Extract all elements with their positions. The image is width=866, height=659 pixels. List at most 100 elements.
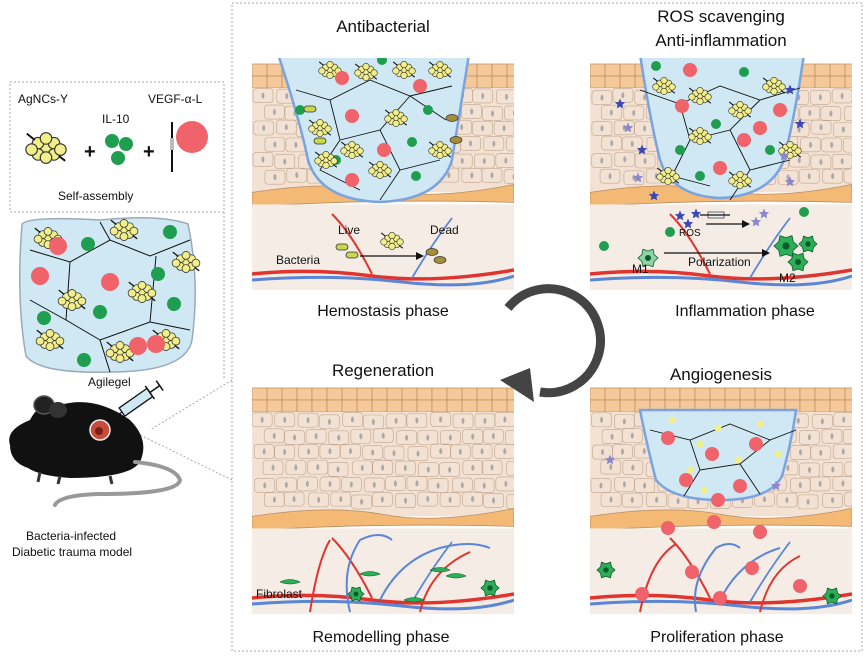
vegf-dot [661,431,675,445]
agncs-cluster [318,61,342,79]
agncs-dot [756,420,764,428]
vegf-dot [345,173,359,187]
agncs-cluster [428,141,452,159]
agncs-dot [686,466,694,474]
ros-star [674,210,686,221]
fibroblast-label: Fibrolast [256,587,303,601]
il10-dot [423,105,433,115]
m1-label: M1 [632,262,649,276]
vein [719,547,781,601]
vegf-dot [685,565,699,579]
il10-dot [105,134,119,148]
artery [331,213,373,275]
dead-label: Dead [430,223,459,237]
vegf-dot [733,479,747,493]
vegf-dot [713,161,727,175]
ros-star [614,98,626,109]
ros-star [784,176,796,187]
live-label: Live [338,223,360,237]
il10-dot [93,305,107,319]
artery [252,268,514,281]
il10-dot [675,145,685,155]
agncs-cluster [368,161,392,179]
ros-star [682,218,694,229]
agncs-cluster [35,329,65,351]
mouse-icon [9,395,183,507]
ros-scavenging-arrow [706,220,750,228]
model-label-line1: Bacteria-infected [26,529,116,543]
il10-dot [665,227,675,237]
antibacterial-title: Antibacterial [336,17,430,36]
vegf-dot [683,63,697,77]
vegf-icon [170,121,208,172]
vegf-dot [749,437,763,451]
agncs-dot [696,440,704,448]
vegf-dot [31,267,49,285]
fibroblast-cell [279,579,301,585]
vegf-dot [635,587,649,601]
vegf-dot [101,273,119,291]
artery [331,537,373,599]
artery [419,551,471,613]
agilegel-blob [19,217,201,373]
vein [345,534,393,613]
agncs-cluster [127,281,157,303]
il10-dot [377,58,387,65]
legend: AgNCs-Y IL-10 VEGF-α-L + + Self-assembly [18,92,208,203]
ros-star [632,172,644,183]
ros-star [794,118,806,129]
vegf-dot [147,335,165,353]
agncs-cluster [109,219,139,241]
il10-dot [407,137,417,147]
live-bacterium [313,137,327,145]
panel-angiogenesis [590,382,852,614]
artery [252,592,514,605]
plus-sign: + [84,141,96,163]
artery [590,268,852,281]
agncs-dot [668,416,676,424]
agncs-cluster [728,171,752,189]
agncs-cluster [728,101,752,119]
agncs-cluster [428,61,452,79]
dead-bacterium [445,114,459,122]
hydrogel-wound-fill [639,58,805,200]
agilegel-label: Agilegel [88,375,131,389]
plus-sign: + [143,141,155,163]
vegf-dot [345,109,359,123]
fibroblast-cell [445,573,467,579]
vein [590,598,852,611]
vein [749,541,791,603]
il10-dot [37,311,51,325]
ros-star [636,144,648,155]
fibroblast-cell [359,571,381,577]
il10-dot [799,207,809,217]
proliferation-phase-label: Proliferation phase [650,629,784,646]
fibroblast-cell [403,597,425,603]
il10-dot [765,145,775,155]
artery [669,537,711,599]
live-bacterium [335,243,349,251]
ros-star [770,480,782,491]
agncs-dot [700,486,708,494]
il10-dot [651,61,661,71]
ros-title-line2: Anti-inflammation [655,31,786,50]
il10-dot [167,297,181,311]
vegf-dot [675,99,689,113]
ros-star [750,216,762,227]
vegf-dot [705,447,719,461]
inflammation-phase-label: Inflammation phase [675,303,815,320]
ros-title-line1: ROS scavenging [657,7,785,26]
vegf-dot [711,493,725,507]
panel-ros-scavenging [590,58,852,290]
vein [252,598,514,611]
il10-dot [411,171,421,181]
ros-star [604,454,616,465]
vegf-dot [413,79,427,93]
dead-bacterium [425,248,439,256]
agncs-cluster [314,151,338,169]
agncs-dot [774,450,782,458]
agncs-cluster [656,167,680,185]
il10-label: IL-10 [102,112,130,126]
vegf-dot [335,71,349,85]
